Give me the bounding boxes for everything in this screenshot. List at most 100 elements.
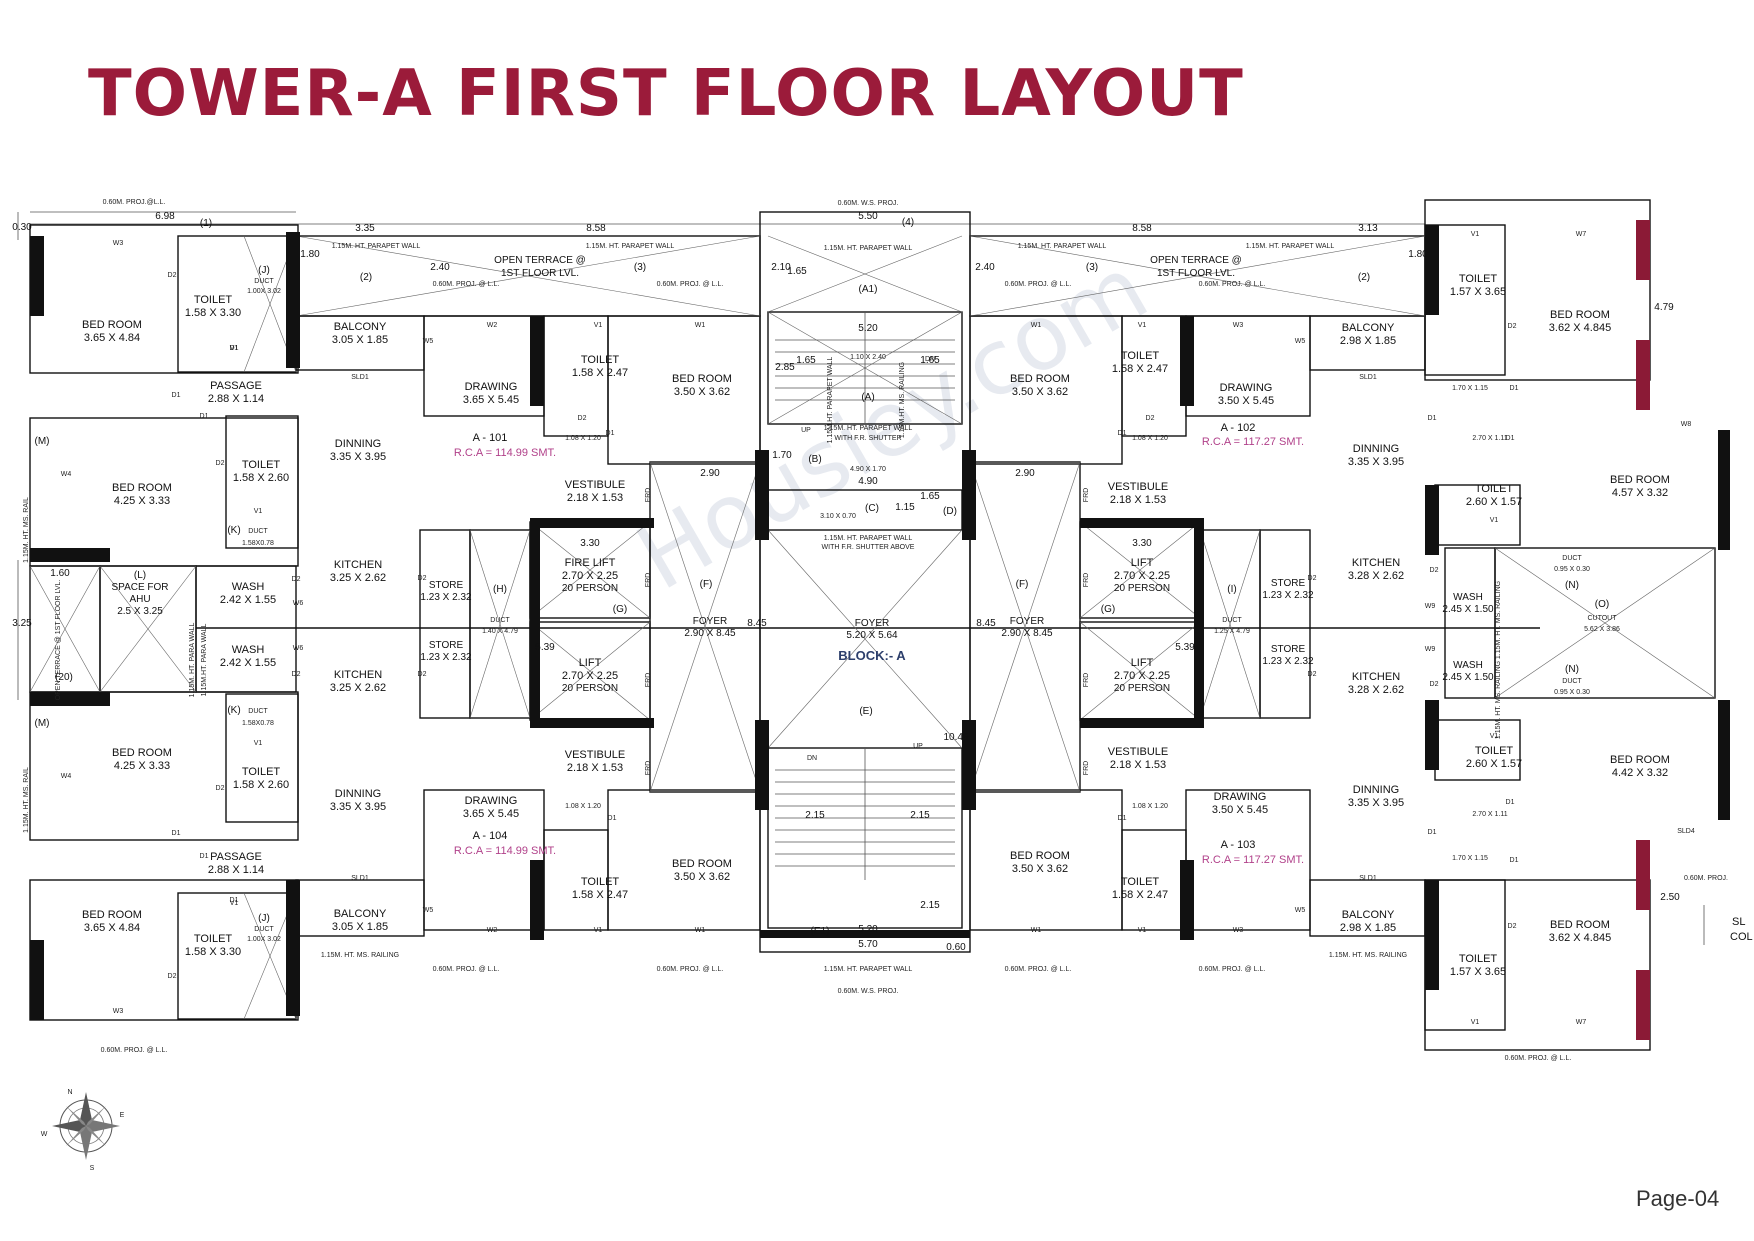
note: 1.15M.HT. PARAPET WALL	[827, 357, 834, 444]
space-tag: (3)	[634, 262, 646, 273]
dimension: 5.20	[858, 924, 878, 935]
room-size: 2.98 X 1.85	[1340, 335, 1396, 347]
compass-n: N	[67, 1089, 72, 1096]
room-size: 1.58 X 3.30	[185, 307, 241, 319]
window-tag: W7	[1576, 1019, 1587, 1026]
window-tag: W7	[1576, 231, 1587, 238]
note: 0.60M. PROJ. @ L.L.	[433, 966, 500, 973]
room-size: 2.88 X 1.14	[208, 393, 264, 405]
cut-text: COL	[1730, 931, 1753, 943]
room-name: VESTIBULE	[565, 749, 626, 761]
room-name: DRAWING	[1220, 382, 1273, 394]
room-size: 3.65 X 5.45	[463, 808, 519, 820]
room-name: BED ROOM	[1010, 373, 1070, 385]
note: 1.15M. HT. PARAPET WALL	[586, 243, 675, 250]
room-size: 2.18 X 1.53	[567, 492, 623, 504]
vent-tag: V1	[594, 927, 603, 934]
duct-size: 1.58X0.78	[242, 540, 274, 547]
room-name: PASSAGE	[210, 380, 262, 392]
room-name: BED ROOM	[82, 909, 142, 921]
space-tag: (M)	[35, 718, 50, 729]
window-tag: W8	[1681, 421, 1692, 428]
flat-rca: R.C.A = 117.27 SMT.	[1202, 854, 1304, 866]
room-size: 2.88 X 1.14	[208, 864, 264, 876]
room-name: BALCONY	[1342, 909, 1395, 921]
room-name: FIRE LIFT	[565, 557, 616, 569]
door-tag: D2	[418, 671, 427, 678]
door-window-tags: D1 D1 D1 D1 D1 D1 D1 D1 D1 D1 D1 D1 D1 D…	[61, 231, 1695, 1026]
room-size: 3.05 X 1.85	[332, 921, 388, 933]
dimension: 8.58	[586, 223, 606, 234]
dimension: 1.08 X 1.20	[1132, 435, 1168, 442]
room-size: 2.45 X 1.50	[1442, 672, 1494, 683]
room-size: 2.45 X 1.50	[1442, 604, 1494, 615]
door-tag: D2	[292, 576, 301, 583]
room-size: 1.23 X 2.32	[1262, 590, 1314, 601]
space-tag: (C)	[865, 503, 879, 514]
room-size: 2.70 X 2.25	[1114, 570, 1170, 582]
note: 1.15M. HT. MS. RAIL	[23, 497, 30, 563]
note: 0.60M. PROJ. @ L.L.	[101, 1047, 168, 1054]
duct-label: DUCT	[254, 926, 274, 933]
space-tag: (2)	[1358, 272, 1370, 283]
room-name: BED ROOM	[112, 747, 172, 759]
dimension: 8.45	[976, 618, 996, 629]
room-name: BED ROOM	[1550, 309, 1610, 321]
door-tag: D2	[1508, 323, 1517, 330]
space-tag: (4)	[902, 217, 914, 228]
space-tag: (K)	[227, 525, 240, 536]
door-tag: D2	[1308, 671, 1317, 678]
duct-label: DUCT	[248, 708, 268, 715]
room-size: 3.25 X 2.62	[330, 682, 386, 694]
room-name: VESTIBULE	[1108, 481, 1169, 493]
dimension: 5.70	[858, 939, 878, 950]
room-name: BED ROOM	[82, 319, 142, 331]
cross-marks	[29, 235, 1716, 1020]
room-name: TOILET	[242, 766, 281, 778]
dimension: 5.50	[858, 211, 878, 222]
room-name: BED ROOM	[1610, 474, 1670, 486]
note: 1.15M. HT. MS. RAILING	[1329, 952, 1407, 959]
room-name: TOILET	[1459, 273, 1498, 285]
room-size: 1.58 X 2.47	[1112, 889, 1168, 901]
room-size: 3.50 X 3.62	[1012, 863, 1068, 875]
ahu-size: 2.5 X 3.25	[117, 606, 163, 617]
compass-s: S	[90, 1165, 95, 1172]
note: 1.15M. HT. PARAPET WALL	[824, 425, 913, 432]
room-name: BALCONY	[334, 321, 387, 333]
door-tag: D1	[172, 392, 181, 399]
space-tag: (G)	[1101, 604, 1115, 615]
vent-tag: V1	[1471, 1019, 1480, 1026]
vent-tag: V1	[594, 322, 603, 329]
dimension: 1.65	[787, 266, 807, 277]
fire-door: FRD	[645, 488, 652, 502]
door-tag: D2	[578, 415, 587, 422]
dimension: 1.60	[50, 568, 70, 579]
sliding-door-tag: SLD4	[1677, 828, 1695, 835]
room-size: 2.42 X 1.55	[220, 594, 276, 606]
note: 0.60M. PROJ.@L.L.	[103, 199, 166, 206]
door-tag: D2	[1430, 681, 1439, 688]
dimension: 2.50	[1660, 892, 1680, 903]
room-name: KITCHEN	[1352, 557, 1400, 569]
space-tag: (G)	[613, 604, 627, 615]
space-tag: (L)	[134, 570, 146, 581]
room-size: 1.57 X 3.65	[1450, 966, 1506, 978]
room-name: BED ROOM	[1010, 850, 1070, 862]
room-size: 4.25 X 3.33	[114, 760, 170, 772]
dimension: 1.80	[1408, 249, 1428, 260]
room-size: 3.35 X 3.95	[330, 801, 386, 813]
fire-door: FRD	[645, 761, 652, 775]
fire-door: FRD	[645, 573, 652, 587]
room-size: 3.35 X 3.95	[1348, 456, 1404, 468]
room-size: 1.58 X 2.47	[572, 889, 628, 901]
space-tag: (3)	[1086, 262, 1098, 273]
room-size: 4.42 X 3.32	[1612, 767, 1668, 779]
room-size: 4.57 X 3.32	[1612, 487, 1668, 499]
dimension: 8.45	[747, 618, 767, 629]
room-name: BED ROOM	[1550, 919, 1610, 931]
window-tag: W1	[695, 322, 706, 329]
stair-label: DN	[807, 755, 817, 762]
room-size: 3.35 X 3.95	[1348, 797, 1404, 809]
room-size: 2.70 X 2.25	[562, 570, 618, 582]
